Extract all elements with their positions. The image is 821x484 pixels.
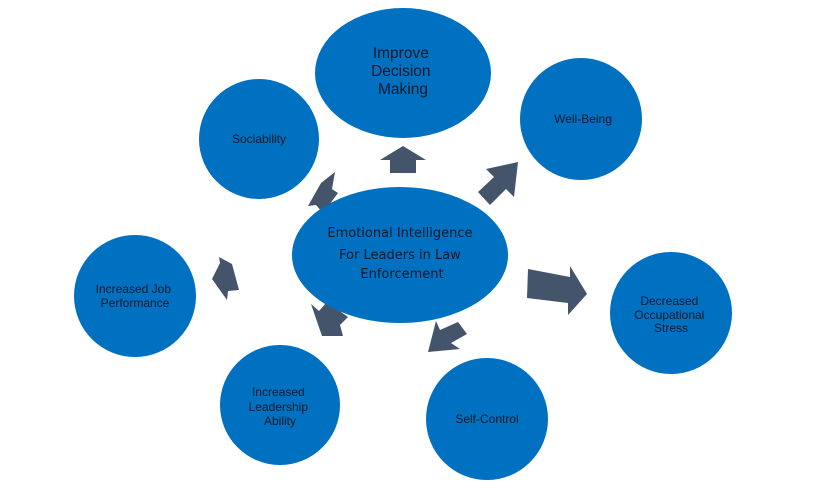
- center-label: Emotional Intelligence For Leaders in La…: [327, 226, 476, 282]
- node-label: Sociability: [232, 132, 286, 146]
- node-label: Increased Job Performance: [96, 282, 175, 310]
- node-label: Improve Decision Making: [371, 45, 435, 98]
- arrow-to-decreased-occupational-stress: [527, 266, 587, 315]
- node-shape: [426, 358, 548, 480]
- arrow-to-sociability: [308, 172, 338, 213]
- node-increased-leadership-ability: Increased Leadership Ability: [220, 345, 340, 465]
- arrow-to-improve-decision-making: [380, 146, 426, 173]
- node-label: Self-Control: [455, 412, 518, 426]
- center-node: Emotional Intelligence For Leaders in La…: [292, 187, 508, 323]
- node-shape: [220, 345, 340, 465]
- node-shape: [199, 79, 319, 199]
- node-label: Well-Being: [554, 112, 612, 126]
- node-label: Increased Leadership Ability: [249, 385, 312, 428]
- center-shape: [292, 187, 508, 323]
- node-improve-decision-making: Improve Decision Making: [315, 8, 491, 138]
- arrow-to-increased-job-performance: [212, 257, 239, 300]
- node-label: Decreased Occupational Stress: [634, 294, 707, 335]
- node-well-being: Well-Being: [520, 58, 642, 180]
- node-decreased-occupational-stress: Decreased Occupational Stress: [610, 252, 732, 374]
- node-shape: [520, 58, 642, 180]
- node-shape: [315, 8, 491, 138]
- node-sociability: Sociability: [199, 79, 319, 199]
- node-shape: [74, 235, 196, 357]
- arrow-to-self-control: [428, 321, 467, 352]
- node-shape: [610, 252, 732, 374]
- arrow-to-well-being: [478, 162, 518, 205]
- node-increased-job-performance: Increased Job Performance: [74, 235, 196, 357]
- node-self-control: Self-Control: [426, 358, 548, 480]
